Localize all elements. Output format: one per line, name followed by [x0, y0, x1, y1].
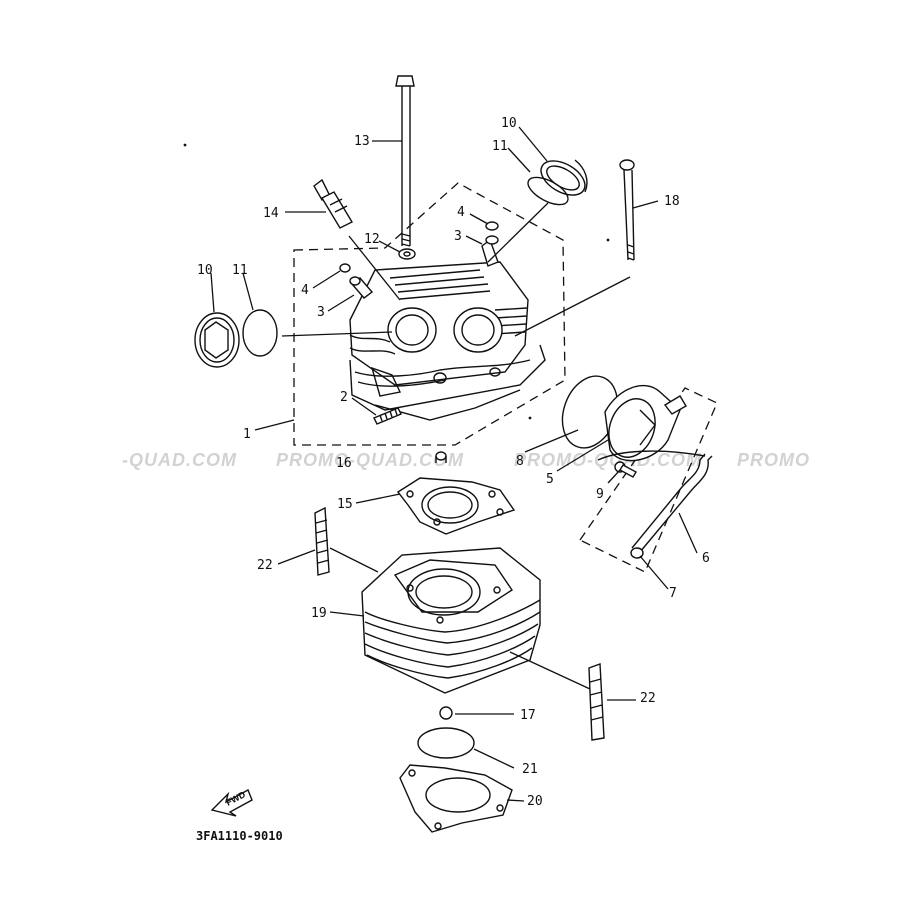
drawing-code: 3FA1110-9010 — [196, 829, 283, 843]
damper-right — [588, 663, 605, 741]
valve-guide-front — [481, 235, 499, 267]
callout-10-top: 10 — [501, 116, 517, 131]
watermark-4: PROMO — [737, 450, 810, 470]
callout-4-rear: 4 — [301, 283, 309, 298]
spark-plug — [313, 178, 353, 229]
leader-lines — [210, 126, 698, 802]
speck — [606, 238, 610, 242]
callout-12: 12 — [364, 232, 380, 247]
callout-22-right: 22 — [640, 691, 656, 706]
head-gasket — [396, 477, 516, 535]
o-ring-top — [527, 176, 569, 206]
cylinder — [361, 547, 541, 694]
callout-6: 6 — [702, 551, 710, 566]
hose-clip — [630, 547, 644, 559]
callout-2: 2 — [340, 390, 348, 405]
breather-cover — [604, 384, 687, 462]
callout-4-front: 4 — [457, 205, 465, 220]
tappet-cover-top — [540, 159, 588, 196]
callout-1: 1 — [243, 427, 251, 442]
callout-21: 21 — [522, 762, 538, 777]
speck — [183, 143, 187, 147]
cylinder-head-assembly-outline — [293, 182, 566, 446]
callout-numbers: 13 10 11 14 4 3 12 18 10 11 4 3 2 1 8 16… — [197, 116, 710, 809]
circlip-front — [485, 221, 499, 231]
callout-20: 20 — [527, 794, 543, 809]
valve-guide-rear — [349, 276, 374, 299]
o-ring-left — [242, 309, 278, 357]
callout-7: 7 — [669, 586, 677, 601]
tappet-cover-left — [194, 312, 240, 368]
callout-5: 5 — [546, 472, 554, 487]
long-bolt-13 — [395, 75, 415, 247]
breather-hose — [597, 450, 713, 553]
dowel-pin-16 — [435, 451, 447, 463]
callout-13: 13 — [354, 134, 370, 149]
bolt-9 — [614, 461, 637, 478]
base-gasket — [399, 764, 513, 833]
callout-14: 14 — [263, 206, 279, 221]
washer-12 — [398, 248, 416, 260]
callout-10-left: 10 — [197, 263, 213, 278]
callout-22-left: 22 — [257, 558, 273, 573]
circlip-rear — [339, 263, 351, 273]
speck — [528, 416, 532, 420]
cylinder-head — [349, 261, 546, 421]
callout-15: 15 — [337, 497, 353, 512]
stud-bolt — [373, 407, 402, 425]
callout-3-front: 3 — [454, 229, 462, 244]
callout-18: 18 — [664, 194, 680, 209]
callout-17: 17 — [520, 708, 536, 723]
watermark-3: PROMO-QUAD.COM — [514, 450, 702, 470]
callout-16: 16 — [336, 456, 352, 471]
callout-11-left: 11 — [232, 263, 248, 278]
callout-8: 8 — [516, 454, 524, 469]
long-bolt-18 — [619, 159, 635, 261]
damper-left — [314, 506, 330, 576]
watermark-2: PROMO-QUAD.COM — [276, 450, 464, 470]
callout-3-rear: 3 — [317, 305, 325, 320]
fwd-arrow-icon: FWD — [210, 789, 253, 817]
o-ring-base — [417, 727, 475, 759]
callout-19: 19 — [311, 606, 327, 621]
dowel-pin-17 — [439, 706, 453, 720]
callout-9: 9 — [596, 487, 604, 502]
callout-11-top: 11 — [492, 139, 508, 154]
watermark-1: -QUAD.COM — [122, 450, 237, 470]
